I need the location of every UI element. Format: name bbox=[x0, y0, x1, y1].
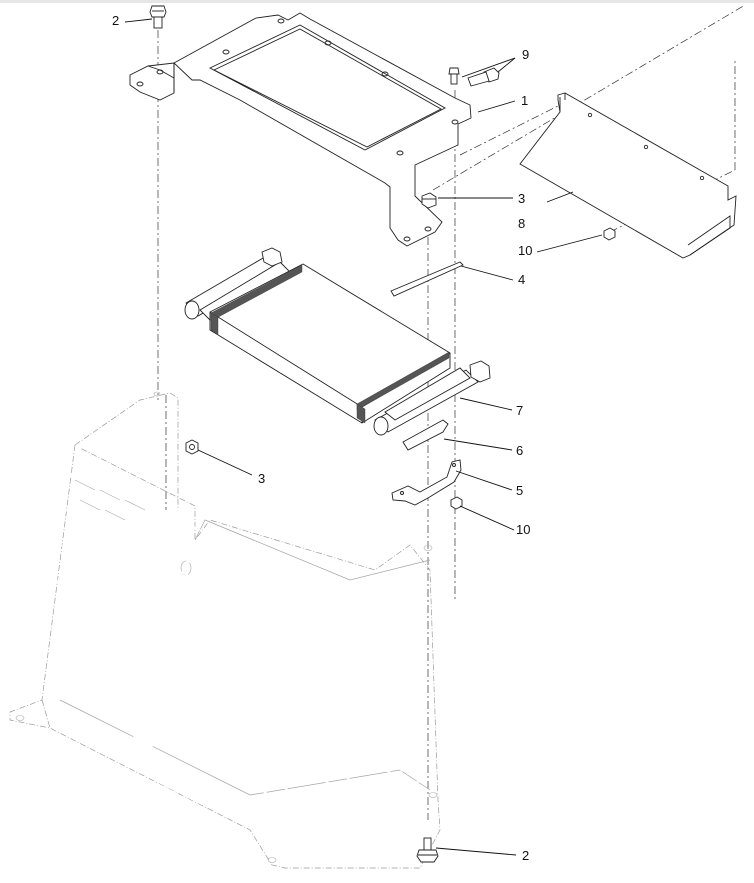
callout-1: 1 bbox=[521, 93, 529, 108]
strip-part-4 bbox=[390, 261, 464, 297]
bolt-top-part-2 bbox=[149, 5, 167, 29]
callout-5: 5 bbox=[516, 483, 524, 498]
nut-mid-part-3 bbox=[185, 439, 199, 455]
callout-7: 7 bbox=[516, 403, 524, 418]
cover-plate-part-8 bbox=[519, 92, 737, 259]
top-edge bbox=[0, 0, 754, 3]
nut-part-10-top bbox=[603, 227, 616, 241]
callout-8: 8 bbox=[518, 216, 526, 231]
nut-top-part-3 bbox=[421, 192, 437, 209]
leader-lines bbox=[124, 18, 603, 856]
callout-4: 4 bbox=[518, 272, 526, 287]
callout-3-mid: 3 bbox=[258, 471, 266, 486]
clamp-bracket-part-5 bbox=[391, 459, 462, 506]
grille-housing-ghost bbox=[9, 391, 441, 869]
callout-3-top: 3 bbox=[518, 191, 526, 206]
callout-6: 6 bbox=[516, 443, 524, 458]
callout-2-bottom: 2 bbox=[522, 848, 530, 863]
bolt-bottom-part-2 bbox=[416, 837, 439, 863]
callout-10-bottom: 10 bbox=[516, 522, 531, 537]
heat-exchanger-core-part-7 bbox=[184, 247, 491, 436]
callout-10-top: 10 bbox=[518, 243, 533, 258]
mounting-bracket-part-1 bbox=[129, 12, 472, 247]
callout-9: 9 bbox=[522, 47, 530, 62]
screws-part-9 bbox=[448, 67, 500, 87]
clip-part-6 bbox=[402, 419, 449, 451]
nut-part-10-bottom bbox=[450, 496, 463, 510]
callout-2-top: 2 bbox=[112, 13, 120, 28]
